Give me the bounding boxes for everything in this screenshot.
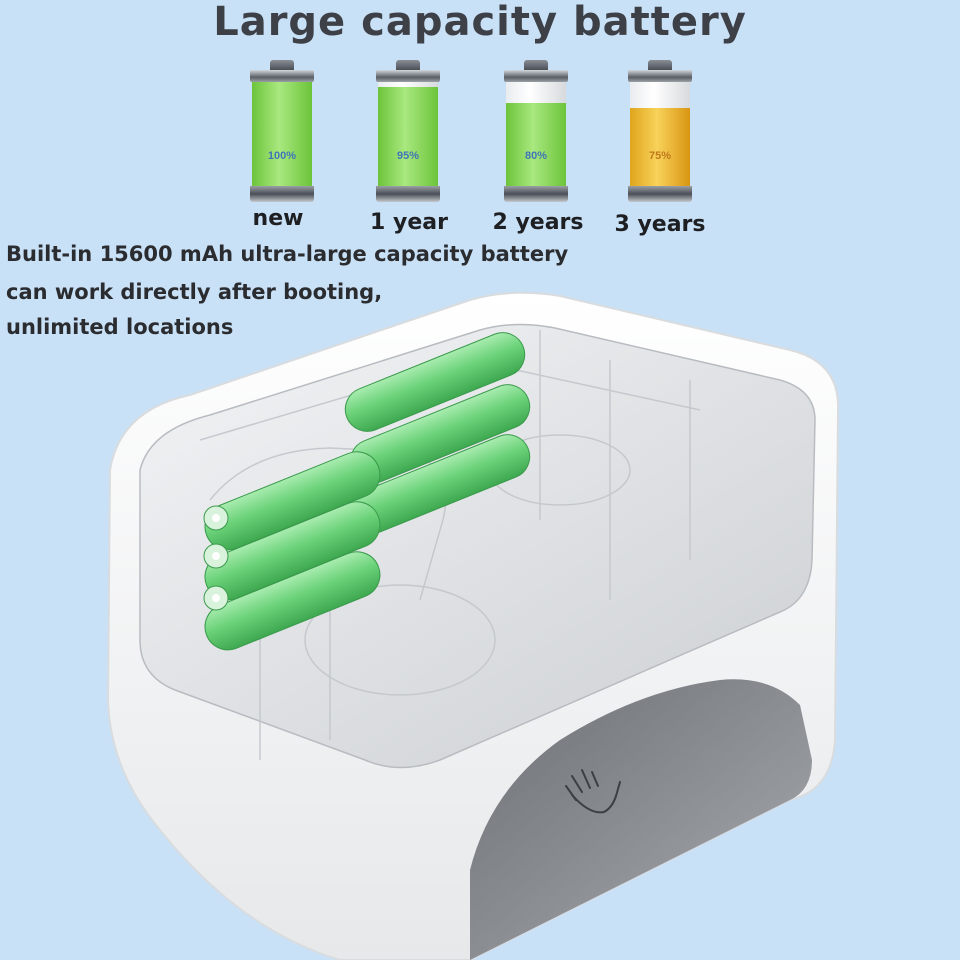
battery-fill	[630, 108, 690, 186]
battery-percent-label: 75%	[648, 150, 672, 162]
battery-icon-new: 100%	[248, 60, 316, 204]
battery-icon-2-years: 80%	[502, 60, 570, 204]
battery-percent-label: 100%	[267, 150, 297, 162]
battery-cells	[204, 332, 531, 651]
battery-age-label: new	[252, 206, 304, 231]
description-line-1: Built-in 15600 mAh ultra-large capacity …	[6, 242, 569, 266]
battery-age-label: 2 years	[492, 210, 584, 235]
battery-percent-label: 95%	[396, 150, 420, 162]
battery-percent-label: 80%	[524, 150, 548, 162]
battery-age-label: 1 year	[370, 210, 448, 235]
page-title: Large capacity battery	[213, 0, 747, 45]
battery-icon-1-year: 95%	[374, 60, 442, 204]
description-line-2: can work directly after booting,	[6, 280, 383, 304]
battery-age-label: 3 years	[614, 212, 706, 237]
hand-sensor-icon	[565, 769, 621, 814]
battery-fill	[252, 82, 312, 186]
battery-fill	[506, 102, 566, 186]
battery-icon-3-years: 75%	[626, 60, 694, 204]
description-line-3: unlimited locations	[6, 315, 234, 339]
battery-fill	[378, 87, 438, 186]
